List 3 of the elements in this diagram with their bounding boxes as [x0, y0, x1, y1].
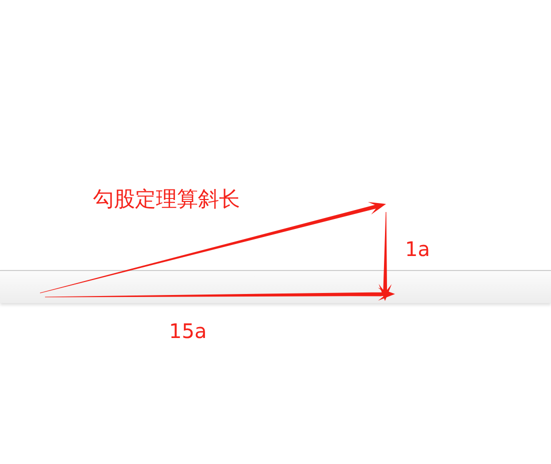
- dimension-label: 15a: [169, 320, 207, 343]
- dimension-label: 1a: [405, 238, 430, 261]
- annotation-text: 勾股定理算斜长: [93, 187, 240, 212]
